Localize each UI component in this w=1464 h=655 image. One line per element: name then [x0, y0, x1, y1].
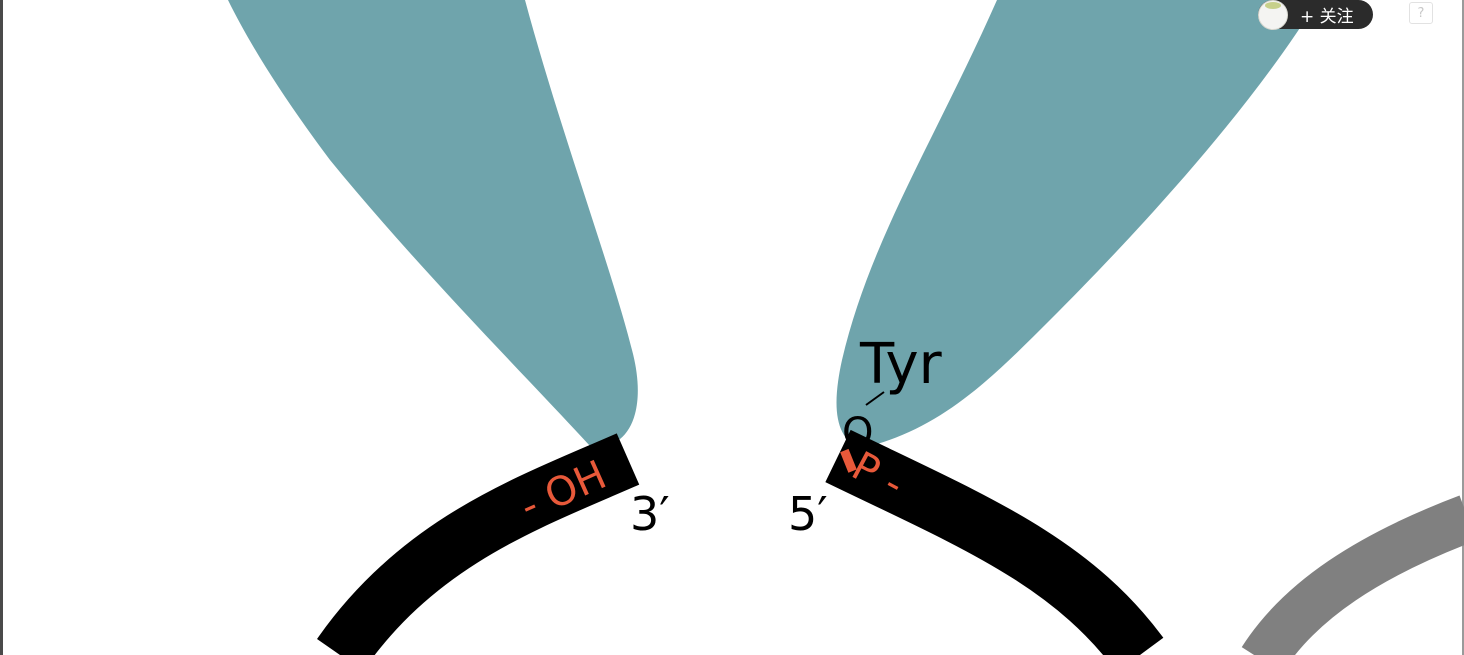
enzyme-lobe-left [228, 0, 638, 447]
dna-strand-left [317, 433, 640, 655]
help-icon[interactable]: ? [1409, 2, 1433, 24]
oxygen-phosphate-bond [840, 448, 857, 473]
tyr-oxygen-bond [865, 391, 885, 406]
tyr-label: Tyr [859, 332, 943, 397]
oxygen-label: O [842, 410, 873, 456]
follow-button[interactable]: + 关注 [1258, 0, 1373, 30]
five-prime-label: 5′ [788, 487, 828, 541]
follow-button-label: + 关注 [1300, 7, 1354, 27]
three-prime-label: 3′ [630, 487, 670, 541]
dna-strand-right [825, 429, 1164, 655]
avatar [1258, 0, 1288, 30]
dna-strand-second [1241, 495, 1464, 655]
enzyme-lobe-right [836, 0, 1318, 448]
